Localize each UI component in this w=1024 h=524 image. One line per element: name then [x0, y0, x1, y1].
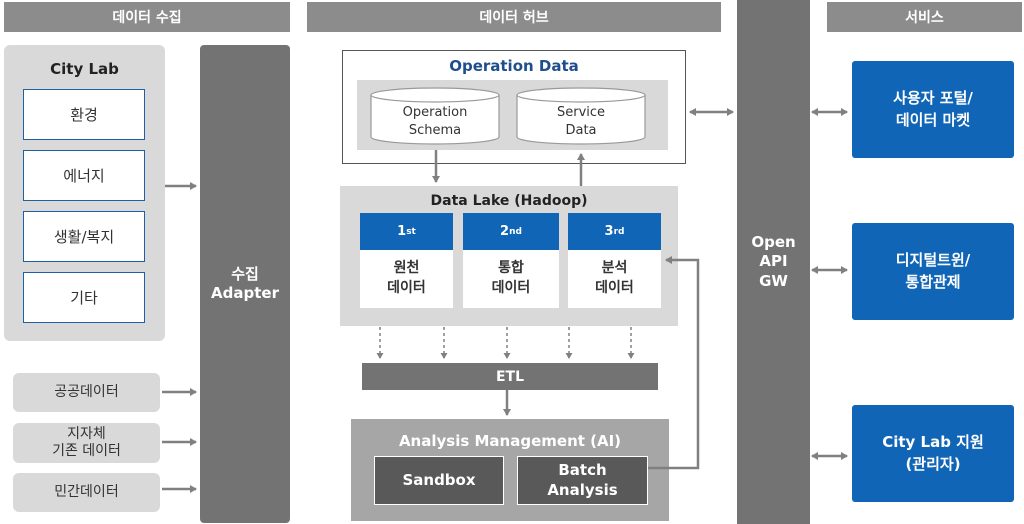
header-services: 서비스 — [827, 2, 1022, 32]
analysis-management-title: Analysis Management (AI) — [398, 432, 622, 450]
stage-3-suffix: rd — [613, 226, 625, 237]
source-private-data[interactable]: 민간데이터 — [13, 473, 160, 512]
service-user-portal[interactable]: 사용자 포털/ 데이터 마켓 — [852, 61, 1014, 158]
source-local-gov-data[interactable]: 지자체 기존 데이터 — [13, 423, 160, 463]
stage-raw-data[interactable]: 원천 데이터 — [360, 250, 453, 308]
operation-data-title: Operation Data — [449, 57, 579, 75]
header-data-collection: 데이터 수집 — [4, 2, 290, 32]
stage-3-number: 3 — [604, 224, 614, 239]
stage-integrated-data[interactable]: 통합 데이터 — [463, 250, 559, 308]
etl-bar[interactable]: ETL — [362, 363, 658, 390]
citylab-title: City Lab — [50, 60, 119, 78]
source-public-data[interactable]: 공공데이터 — [13, 373, 160, 412]
collection-adapter[interactable]: 수집 Adapter — [200, 45, 290, 523]
service-citylab-support[interactable]: City Lab 지원 (관리자) — [852, 405, 1014, 502]
citylab-item-other[interactable]: 기타 — [23, 272, 145, 323]
data-lake-title: Data Lake (Hadoop) — [430, 193, 588, 209]
stage-1-number: 1 — [397, 224, 407, 239]
citylab-item-environment[interactable]: 환경 — [23, 89, 145, 140]
citylab-item-energy[interactable]: 에너지 — [23, 150, 145, 201]
service-data-label[interactable]: Service Data — [556, 105, 606, 138]
service-data-db-icon — [516, 87, 646, 145]
sandbox-button[interactable]: Sandbox — [374, 456, 504, 505]
stage-analysis-data[interactable]: 분석 데이터 — [568, 250, 661, 308]
header-data-hub: 데이터 허브 — [307, 2, 721, 32]
citylab-item-welfare[interactable]: 생활/복지 — [23, 211, 145, 262]
adapter-label-line1: 수집 — [231, 264, 259, 283]
batch-analysis-button[interactable]: Batch Analysis — [517, 456, 648, 505]
stage-2-suffix: nd — [509, 226, 522, 237]
adapter-label-line2: Adapter — [211, 284, 279, 302]
stage-1-suffix: st — [406, 226, 416, 237]
open-api-gateway[interactable]: Open API GW — [737, 0, 810, 524]
operation-schema-db-icon — [370, 87, 500, 145]
service-digital-twin[interactable]: 디지털트윈/ 통합관제 — [852, 223, 1014, 320]
operation-schema-label[interactable]: Operation Schema — [402, 105, 468, 138]
stage-2-number: 2 — [500, 224, 510, 239]
